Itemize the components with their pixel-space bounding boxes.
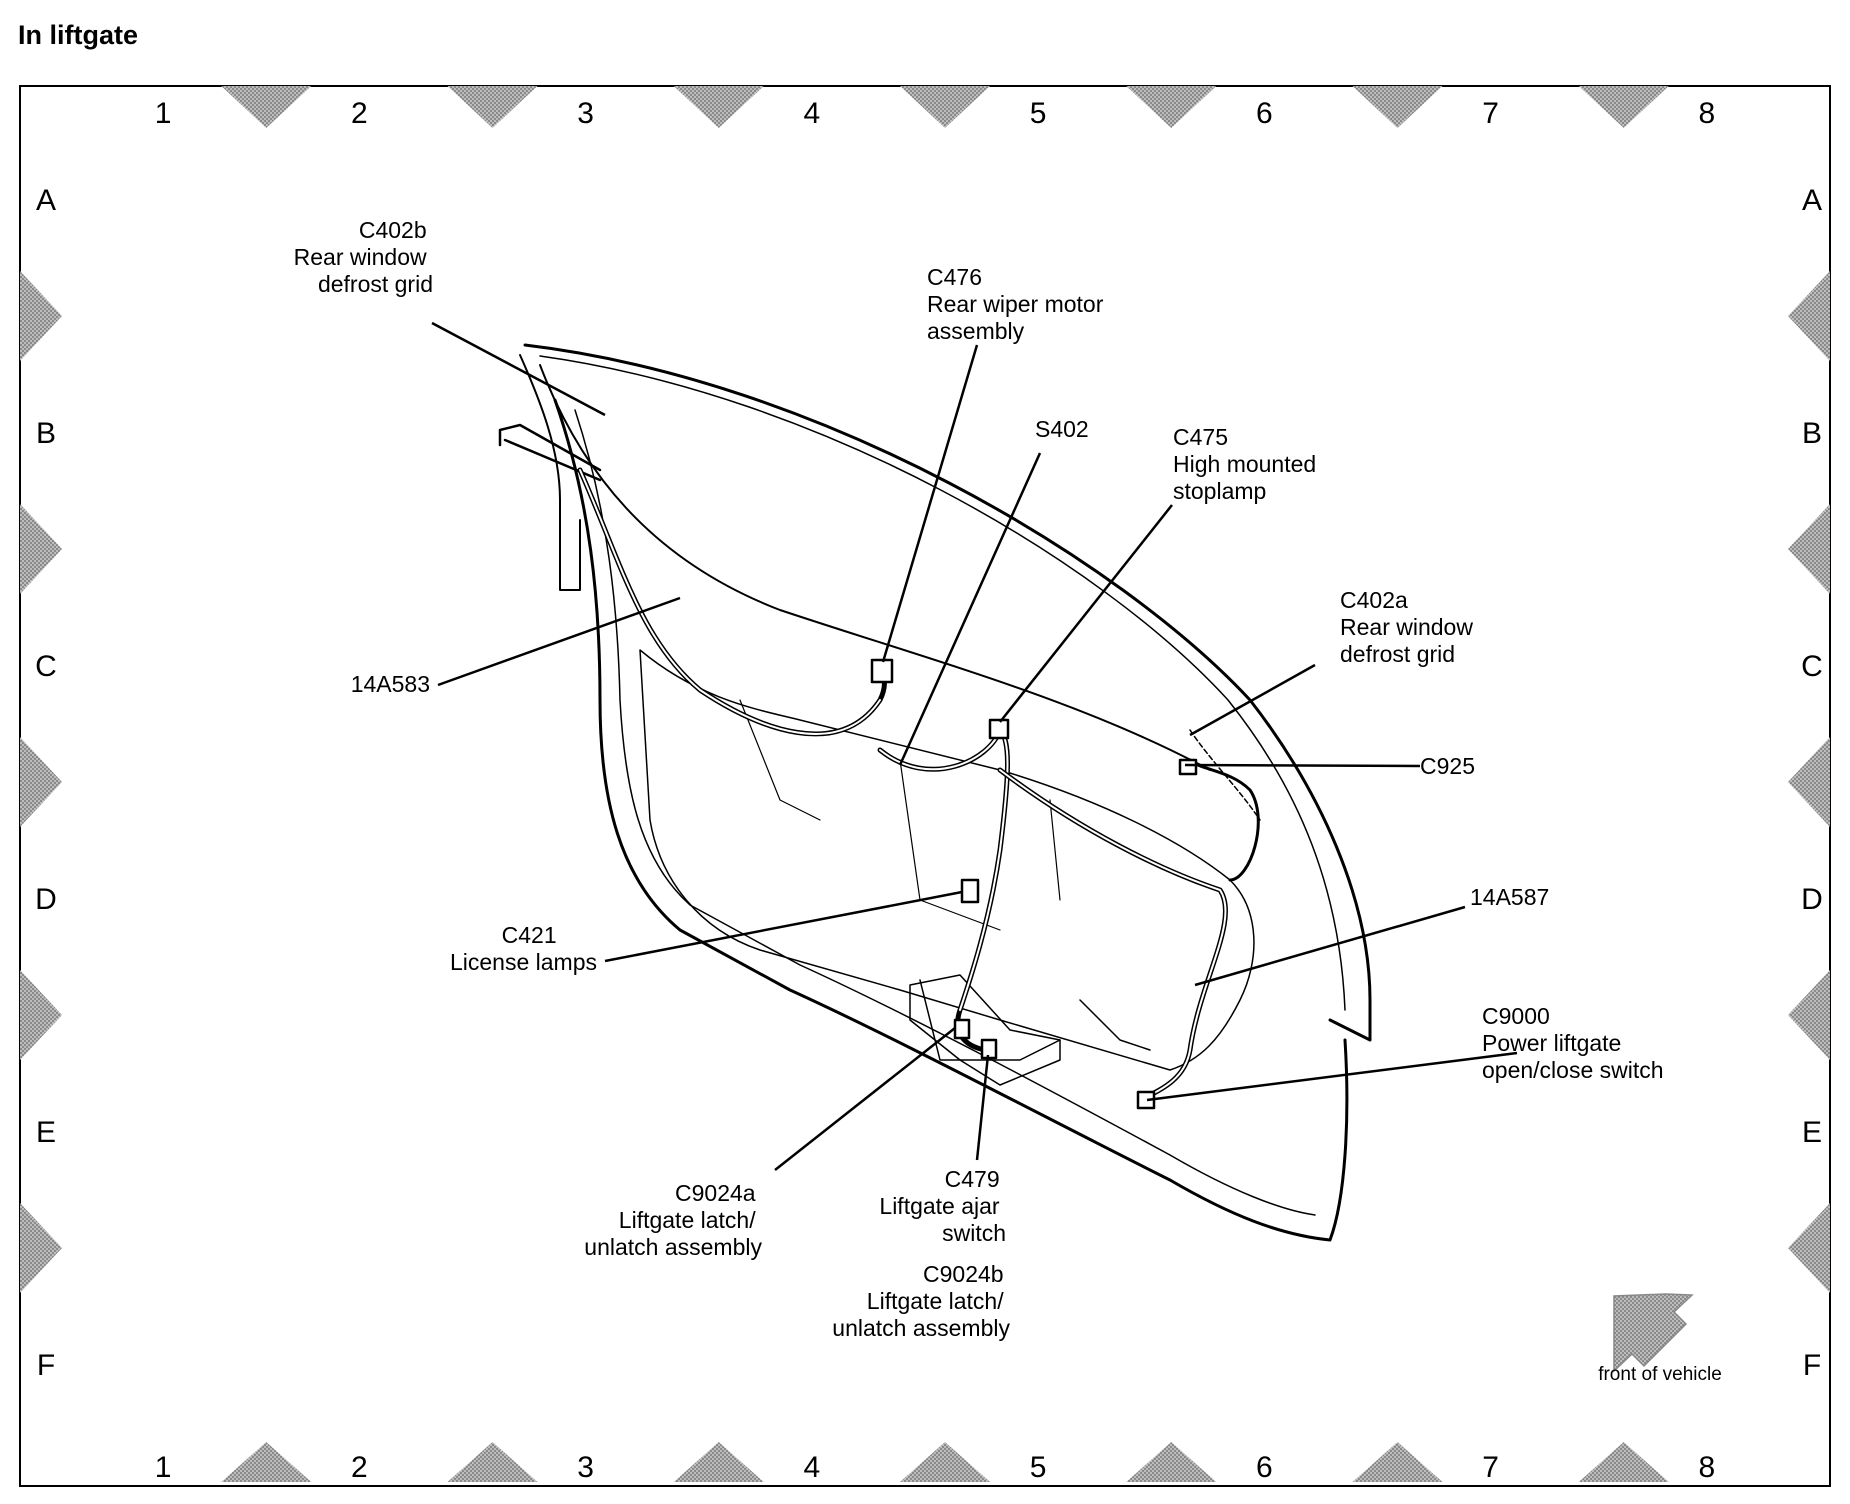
grid-column-bottom-3: 3 (577, 1451, 594, 1484)
grid-column-top-4: 4 (804, 97, 821, 130)
grid-marker-right (1788, 737, 1830, 827)
grid-marker-bottom (447, 1442, 538, 1482)
grid-row-right-A: A (1802, 184, 1822, 217)
grid-column-bottom-7: 7 (1482, 1451, 1499, 1484)
grid-column-bottom-4: 4 (804, 1451, 821, 1484)
grid-row-right-C: C (1801, 650, 1823, 683)
grid-row-left-C: C (35, 650, 57, 683)
grid-marker-bottom (900, 1442, 990, 1482)
grid-marker-bottom (673, 1442, 764, 1482)
callout-c402a: C402a Rear window defrost grid (1340, 587, 1479, 667)
grid-column-top-6: 6 (1256, 97, 1273, 130)
callout-14a587: 14A587 (1470, 884, 1549, 910)
leader-lines (431, 321, 1518, 1171)
grid-row-labels-right: A B C D E F (1801, 184, 1823, 1382)
front-of-vehicle-indicator: front of vehicle (1598, 1293, 1722, 1385)
grid-column-bottom-2: 2 (351, 1451, 368, 1484)
callout-c479: C479 Liftgate ajar switch (879, 1166, 1006, 1246)
callout-labels: C402b Rear window defrost grid C476 Rear… (294, 217, 1664, 1341)
grid-marker-bottom (1126, 1442, 1217, 1482)
grid-marker-top (1352, 86, 1443, 128)
callout-s402: S402 (1035, 416, 1089, 442)
grid-marker-right (1788, 970, 1830, 1060)
grid-marker-left (20, 737, 62, 827)
grid-row-left-A: A (36, 184, 56, 217)
grid-row-left-D: D (35, 883, 57, 916)
liftgate-illustration (498, 343, 1372, 1242)
grid-column-bottom-5: 5 (1030, 1451, 1047, 1484)
grid-column-bottom-8: 8 (1699, 1451, 1716, 1484)
grid-column-top-1: 1 (155, 97, 172, 130)
grid-marker-top (1578, 86, 1669, 128)
grid-row-right-B: B (1802, 417, 1822, 450)
grid-marker-top (673, 86, 764, 128)
grid-marker-top (447, 86, 538, 128)
grid-column-bottom-6: 6 (1256, 1451, 1273, 1484)
callout-c9024b: C9024b Liftgate latch/ unlatch assembly (832, 1261, 1010, 1341)
callout-c475: C475 High mounted stoplamp (1173, 424, 1323, 504)
grid-diamond-markers (20, 86, 1830, 1482)
grid-row-right-D: D (1801, 883, 1823, 916)
callout-c9000: C9000 Power liftgate open/close switch (1482, 1003, 1664, 1083)
grid-marker-right (1788, 504, 1830, 594)
grid-row-left-E: E (36, 1116, 56, 1149)
grid-marker-top (221, 86, 312, 128)
callout-c421: C421 License lamps (450, 922, 597, 975)
callout-c9024a: C9024a Liftgate latch/ unlatch assembly (584, 1180, 762, 1260)
callout-c476: C476 Rear wiper motor assembly (927, 264, 1110, 344)
grid-row-left-B: B (36, 417, 56, 450)
grid-column-top-7: 7 (1482, 97, 1499, 130)
grid-marker-top (1126, 86, 1217, 128)
grid-column-top-2: 2 (351, 97, 368, 130)
grid-marker-top (900, 86, 990, 128)
page-title: In liftgate (18, 20, 138, 50)
grid-column-top-5: 5 (1030, 97, 1047, 130)
grid-row-left-F: F (37, 1349, 55, 1382)
grid-column-top-8: 8 (1699, 97, 1716, 130)
grid-row-right-F: F (1803, 1349, 1821, 1382)
grid-marker-right (1788, 1203, 1830, 1293)
grid-marker-left (20, 271, 62, 361)
grid-marker-left (20, 1203, 62, 1293)
grid-marker-bottom (1352, 1442, 1443, 1482)
grid-marker-left (20, 504, 62, 594)
grid-marker-bottom (1578, 1442, 1669, 1482)
grid-marker-bottom (221, 1442, 312, 1482)
grid-column-labels-top: 1 2 3 4 5 6 7 8 (155, 97, 1715, 130)
front-of-vehicle-label: front of vehicle (1598, 1364, 1722, 1385)
front-arrow-icon (1613, 1293, 1694, 1373)
grid-row-labels-left: A B C D E F (35, 184, 57, 1382)
callout-c925: C925 (1420, 753, 1475, 779)
grid-column-top-3: 3 (577, 97, 594, 130)
grid-column-labels-bottom: 1 2 3 4 5 6 7 8 (155, 1451, 1715, 1484)
grid-marker-right (1788, 271, 1830, 361)
callout-14a583: 14A583 (351, 671, 430, 697)
grid-marker-left (20, 970, 62, 1060)
callout-c402b: C402b Rear window defrost grid (294, 217, 433, 297)
grid-row-right-E: E (1802, 1116, 1822, 1149)
grid-column-bottom-1: 1 (155, 1451, 172, 1484)
